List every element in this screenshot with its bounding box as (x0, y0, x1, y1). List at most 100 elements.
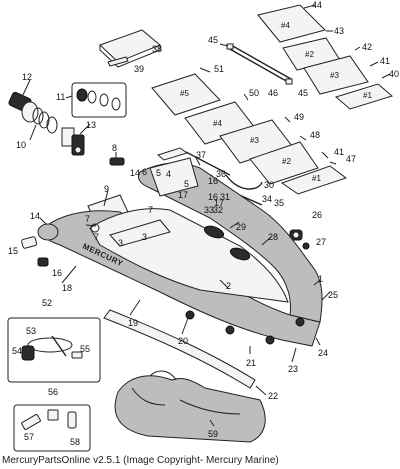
callout-8: 8 (112, 143, 117, 153)
callout-25: 25 (328, 290, 338, 300)
svg-text:#2: #2 (282, 157, 291, 166)
callout-27: 27 (316, 237, 326, 247)
callout-16c: 16 (52, 268, 62, 278)
callout-43: 43 (334, 26, 344, 36)
callout-14a: 14 (130, 168, 140, 178)
callout-34: 34 (262, 194, 272, 204)
svg-text:#1: #1 (312, 174, 321, 183)
callout-49: 49 (294, 112, 304, 122)
bolt-27[interactable] (302, 242, 310, 250)
floor-board-44[interactable]: #4 (257, 4, 326, 43)
callout-21: 21 (246, 358, 256, 368)
callout-numbers: 44 43 42 41 40 45 45 46 38 39 51 50 49 4… (8, 0, 399, 447)
callout-1: 1 (318, 274, 323, 284)
callout-30: 30 (264, 180, 274, 190)
callout-53: 53 (26, 326, 36, 336)
floor-board-47[interactable]: #1 (280, 165, 348, 195)
floor-board-48[interactable]: #2 (249, 141, 319, 185)
svg-text:#4: #4 (281, 21, 290, 30)
callout-2: 2 (226, 281, 231, 291)
callout-37: 37 (196, 150, 206, 160)
callout-44: 44 (312, 0, 322, 10)
callout-11: 11 (56, 92, 65, 102)
callout-26: 26 (312, 210, 322, 220)
callout-16b: 16 (208, 192, 218, 202)
svg-text:#5: #5 (180, 89, 189, 98)
callout-7b: 7 (148, 205, 153, 215)
carry-bag-59[interactable] (114, 370, 266, 443)
callout-54: 54 (12, 346, 22, 356)
callout-14b: 14 (30, 211, 40, 221)
pump-hose-30[interactable] (225, 174, 263, 190)
floor-board-40[interactable]: #1 (334, 83, 394, 110)
callout-17a: 17 (178, 190, 188, 200)
valve-kit-11[interactable] (71, 82, 127, 118)
callout-19: 19 (128, 318, 138, 328)
callout-45b: 45 (298, 88, 308, 98)
callout-36: 36 (216, 169, 226, 179)
svg-text:#4: #4 (213, 119, 222, 128)
floor-board-42[interactable]: #3 (303, 55, 369, 95)
keel-strip-22[interactable] (103, 309, 256, 389)
callout-20: 20 (178, 336, 188, 346)
svg-text:#3: #3 (250, 136, 259, 145)
repair-kit-56[interactable] (13, 404, 91, 452)
callout-41a: 41 (380, 56, 390, 66)
d-ring-16[interactable] (37, 257, 49, 267)
oarlock-13[interactable] (61, 127, 85, 156)
leader-lines (21, 4, 391, 427)
valve-assembly-12[interactable] (8, 91, 58, 134)
foot-pump-kit-52[interactable] (7, 317, 101, 383)
floor-board-51[interactable]: #5 (151, 73, 221, 116)
callout-48: 48 (310, 130, 320, 140)
callout-45a: 45 (208, 35, 218, 45)
svg-text:#1: #1 (363, 91, 372, 100)
callout-42: 42 (362, 42, 372, 52)
callout-55: 55 (80, 344, 90, 354)
callout-18: 18 (62, 283, 72, 293)
callout-16a: 16 (208, 176, 218, 186)
callout-50: 50 (249, 88, 259, 98)
svg-text:#3: #3 (330, 71, 339, 80)
bench-seat-38[interactable] (99, 29, 161, 68)
callout-31: 31 (220, 192, 230, 202)
inflatable-boat-hull[interactable]: MERCURY (37, 157, 323, 347)
callout-41b: 41 (334, 147, 344, 157)
callout-24: 24 (318, 348, 328, 358)
callout-38: 38 (152, 44, 162, 54)
callout-6: 6 (142, 167, 147, 177)
callout-15: 15 (8, 246, 18, 256)
callout-9: 9 (104, 184, 109, 194)
callout-4: 4 (166, 169, 171, 179)
callout-56: 56 (48, 387, 58, 397)
callout-12: 12 (22, 72, 32, 82)
callout-22: 22 (268, 391, 278, 401)
towing-eye-26[interactable] (289, 229, 303, 241)
stringer-rail-46[interactable] (226, 43, 293, 85)
callout-51: 51 (214, 64, 224, 74)
copyright-footer: MercuryPartsOnline v2.5.1 (Image Copyrig… (2, 455, 279, 466)
callout-52: 52 (42, 298, 52, 308)
callout-7a: 7 (85, 214, 90, 224)
callout-3a: 3 (118, 238, 123, 248)
oar-37[interactable] (156, 147, 231, 176)
callout-32: 32 (213, 205, 223, 215)
callout-29: 29 (236, 222, 246, 232)
callout-39: 39 (134, 64, 144, 74)
callout-3b: 3 (142, 232, 147, 242)
callout-57: 57 (24, 432, 34, 442)
callout-46: 46 (268, 88, 278, 98)
callout-5b: 5 (184, 179, 189, 189)
seat-clip-39[interactable] (107, 56, 129, 67)
callout-58: 58 (70, 437, 80, 447)
grab-handle-8[interactable] (109, 157, 125, 166)
callout-5a: 5 (156, 168, 161, 178)
callout-7c: 7 (94, 232, 99, 242)
svg-text:#2: #2 (305, 50, 314, 59)
callout-23: 23 (288, 364, 298, 374)
callout-47: 47 (346, 154, 356, 164)
callout-17b: 17 (214, 198, 224, 208)
callout-28: 28 (268, 232, 278, 242)
patch-15[interactable] (21, 236, 38, 249)
